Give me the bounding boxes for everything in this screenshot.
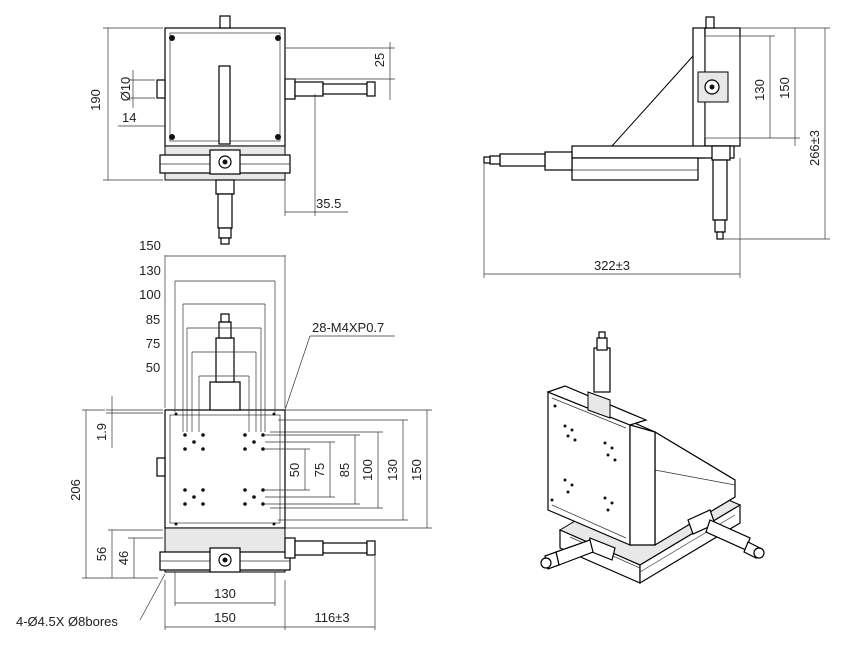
front-dim-b150: 150 <box>214 610 236 625</box>
side-view: 130 150 266±3 322±3 <box>483 16 830 278</box>
front-dim-v130: 130 <box>385 459 400 481</box>
front-dim-100: 100 <box>139 287 161 302</box>
side-dim-322: 322±3 <box>594 258 630 273</box>
front-dim-v50: 50 <box>287 463 302 477</box>
front-dim-50: 50 <box>146 360 160 375</box>
front-view: 150 130 100 85 75 50 28-M4XP0.7 1.9 <box>16 238 432 630</box>
front-dim-46: 46 <box>116 551 131 565</box>
top-dim-25: 25 <box>372 53 387 67</box>
front-dim-b116: 116±3 <box>314 610 349 625</box>
top-view: 190 Ø10 14 25 35.5 <box>88 15 395 245</box>
isometric-view <box>540 331 765 585</box>
front-dim-v100: 100 <box>360 459 375 481</box>
side-dim-150: 150 <box>777 77 792 99</box>
front-dim-v150: 150 <box>409 459 424 481</box>
front-dim-b130: 130 <box>214 586 236 601</box>
front-dim-150: 150 <box>139 238 161 253</box>
side-dim-266: 266±3 <box>807 130 822 166</box>
front-dim-130: 130 <box>139 263 161 278</box>
top-dim-35-5: 35.5 <box>316 196 341 211</box>
iso-plate-holes <box>550 404 617 512</box>
front-dim-v75: 75 <box>312 463 327 477</box>
mounting-holes <box>174 412 276 526</box>
front-dim-75: 75 <box>146 336 160 351</box>
bores-callout: 4-Ø4.5X Ø8bores <box>16 614 118 629</box>
front-dim-85: 85 <box>146 312 160 327</box>
top-dim-d10: Ø10 <box>118 77 133 102</box>
front-dim-206: 206 <box>68 479 83 501</box>
top-dim-14: 14 <box>122 110 136 125</box>
front-dim-1-9: 1.9 <box>94 423 109 441</box>
top-dim-190: 190 <box>88 89 103 111</box>
side-dim-130: 130 <box>752 79 767 101</box>
front-dim-56: 56 <box>94 547 109 561</box>
front-dim-v85: 85 <box>337 463 352 477</box>
thread-callout: 28-M4XP0.7 <box>312 320 384 335</box>
